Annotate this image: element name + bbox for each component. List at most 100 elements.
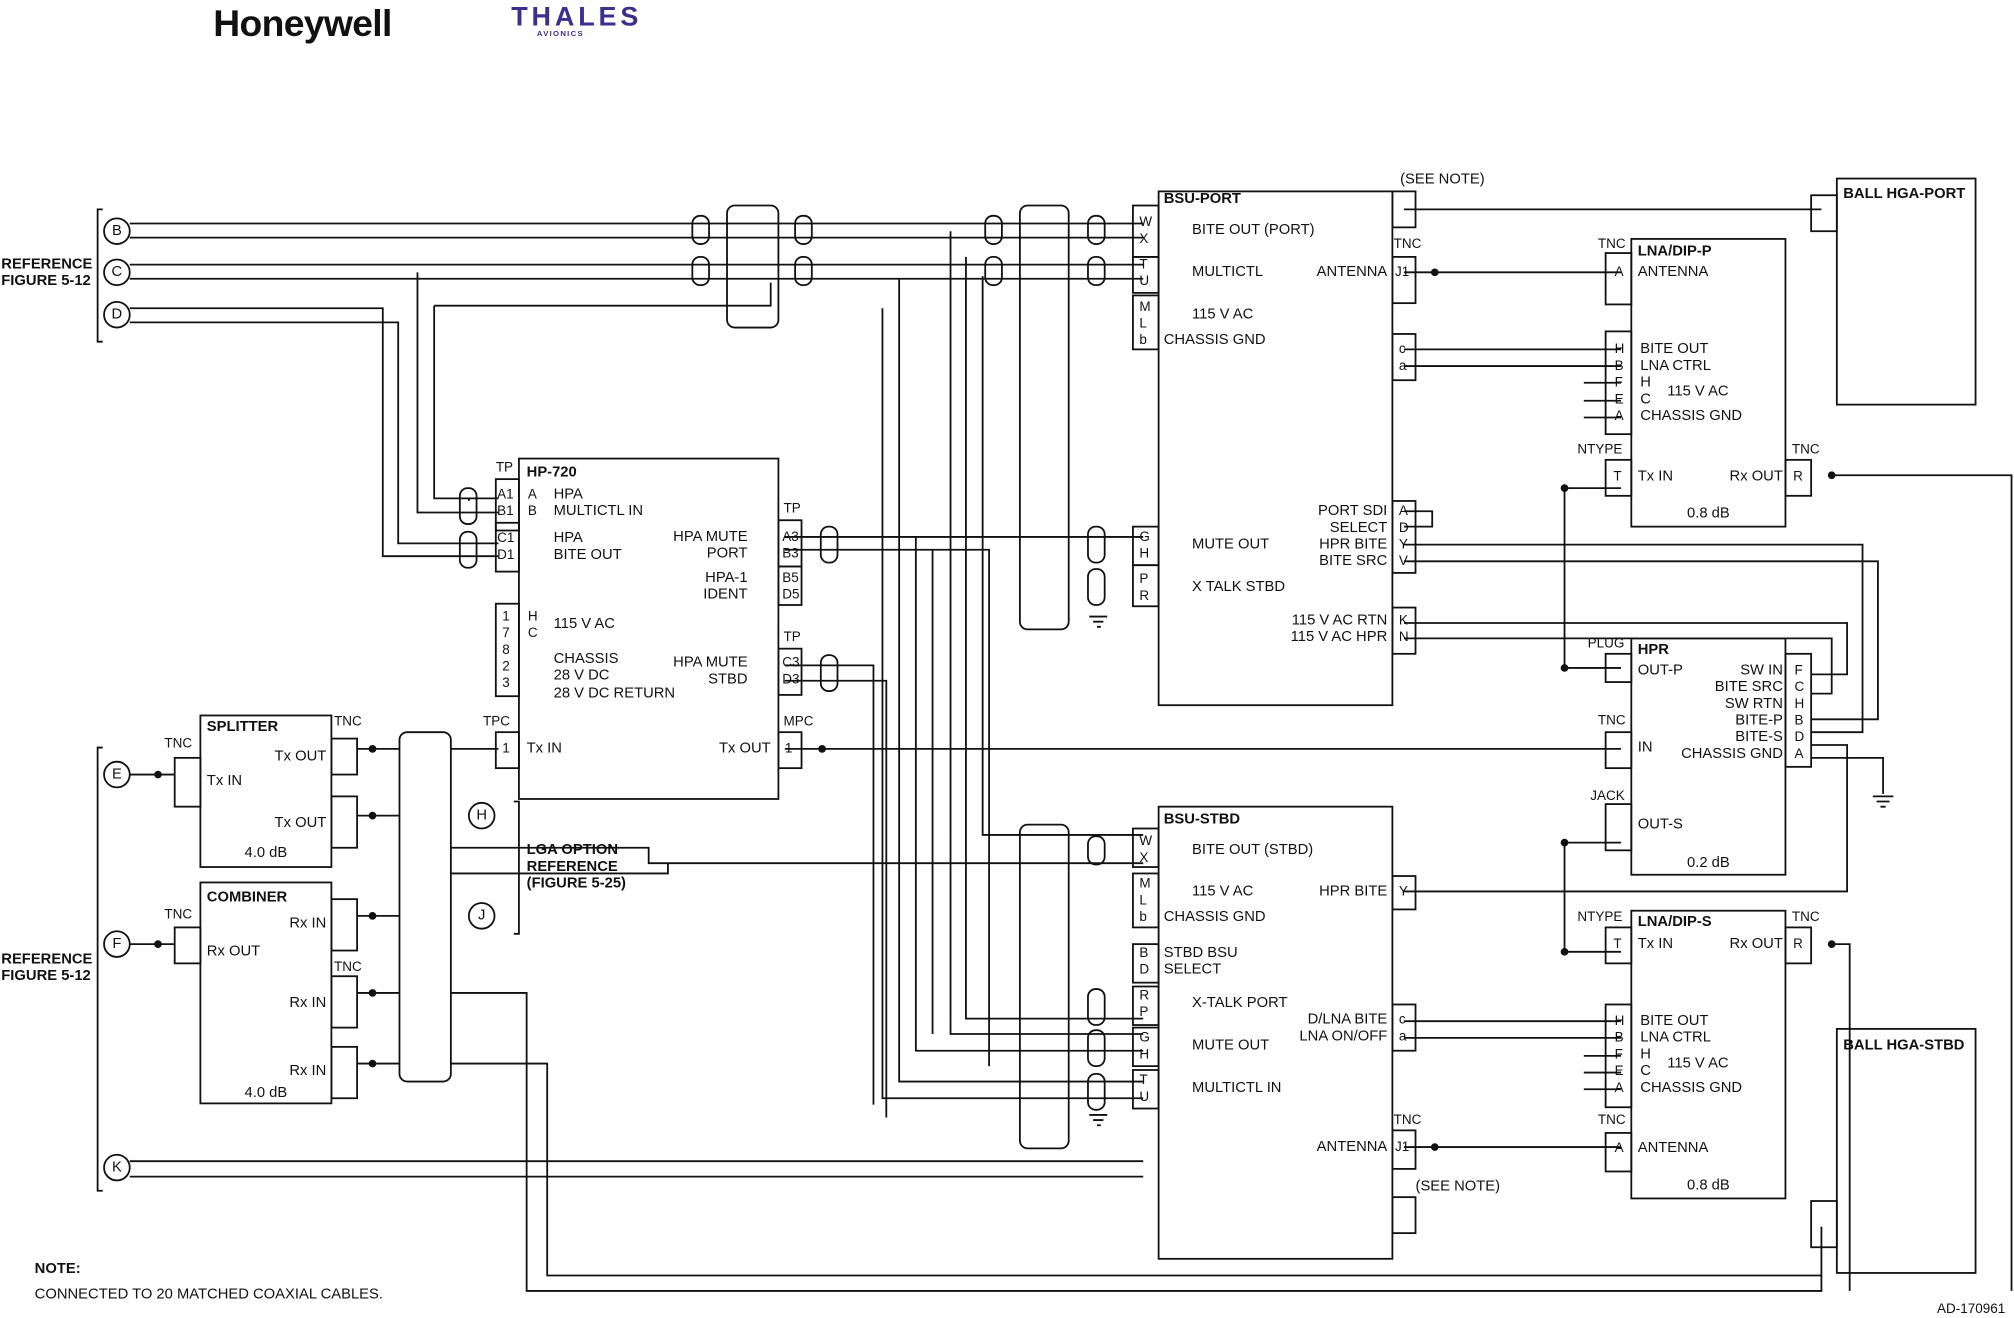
lna-s-pin-e: E (1614, 1063, 1624, 1079)
bsu-port-sdi-labels: PORT SDI SELECT HPR BITE BITE SRC (1318, 503, 1388, 570)
hp720-hpa-multictl: HPA MULTICTL IN (553, 486, 644, 519)
combiner-tnc-out: TNC (164, 906, 193, 923)
bsu-port-pin-p: P (1139, 571, 1149, 588)
lna-s-pin-f: F (1614, 1046, 1623, 1063)
hpr-pin-c: C (1794, 679, 1805, 695)
lna-p-115vac: 115 V AC (1667, 384, 1729, 400)
bsu-port-bite-out: BITE OUT (PORT) (1192, 222, 1315, 238)
bsu-stbd-pin-r: R (1139, 987, 1150, 1004)
hp720-pin-a1: A1 (497, 486, 514, 503)
bsu-stbd-pin-m: M (1139, 876, 1151, 892)
bsu-stbd-see-note: (SEE NOTE) (1415, 1179, 1501, 1195)
combiner-rx-in-1: Rx IN (289, 915, 327, 932)
hp720-power-pin-2: 2 (502, 658, 510, 675)
bsu-port-pin-sdi-d: D (1398, 520, 1409, 536)
combiner-rx-out: Rx OUT (206, 944, 261, 960)
lna-p-tx-in: Tx IN (1637, 468, 1674, 485)
lna-s-tnc-r: TNC (1791, 909, 1820, 925)
bsu-stbd-dlna-bite: D/LNA BITE LNA ON/OFF (1299, 1012, 1388, 1045)
hpr-pin-a: A (1794, 746, 1804, 762)
lna-p-ntype: NTYPE (1577, 441, 1623, 458)
splitter-loss: 4.0 dB (244, 845, 288, 861)
bsu-stbd-115vac: 115 V AC (1192, 883, 1254, 900)
combiner-loss: 4.0 dB (244, 1085, 288, 1101)
hp720-tp-left: TP (495, 459, 514, 476)
lna-p-pin-f: F (1614, 375, 1623, 391)
hpr-plug: PLUG (1587, 635, 1625, 652)
lna-p-pin-r: R (1793, 468, 1803, 485)
bsu-port-pin-m: M (1139, 299, 1151, 315)
bsu-port-pin-u: U (1139, 273, 1150, 290)
splitter-tnc-out: TNC (333, 714, 362, 730)
splitter-tx-out-2: Tx OUT (274, 815, 327, 832)
hp720-power-pin-7: 7 (502, 625, 510, 641)
bsu-stbd-pin-p: P (1139, 1004, 1149, 1020)
hp720-pin-d1: D1 (497, 547, 515, 563)
bsu-stbd-pin-a: a (1398, 1028, 1407, 1045)
drawing-id: AD-170961 (1937, 1301, 2006, 1317)
combiner-rx-in-3: Rx IN (289, 1063, 327, 1079)
connector-h: H (476, 807, 488, 824)
bsu-port-pin-x: X (1139, 231, 1149, 247)
lna-s-loss: 0.8 dB (1687, 1177, 1730, 1194)
lna-s-pin-t: T (1613, 936, 1622, 952)
hpr-pin-b: B (1794, 712, 1804, 729)
bsu-stbd-hpr-bite: HPR BITE (1319, 883, 1388, 900)
bsu-port-pin-sdi-v: V (1398, 553, 1408, 570)
bsu-port-chassis-gnd: CHASSIS GND (1163, 332, 1266, 349)
hp720-ident: HPA-1 IDENT (703, 570, 748, 603)
lna-s-pin-r: R (1793, 936, 1803, 952)
combiner-rx-in-2: Rx IN (289, 995, 327, 1011)
bsu-port-pin-h: H (1139, 545, 1150, 562)
lna-s-pin-a: A (1614, 1140, 1624, 1157)
bsu-stbd-tnc: TNC (1393, 1112, 1422, 1128)
hp720-tp-right-upper: TP (783, 500, 801, 517)
lna-s-pin-b: B (1614, 1030, 1624, 1046)
bsu-stbd-select: STBD BSU SELECT (1163, 945, 1238, 978)
note-text: CONNECTED TO 20 MATCHED COAXIAL CABLES. (34, 1287, 384, 1303)
lna-s-title: LNA/DIP-S (1637, 914, 1712, 930)
bsu-stbd-multictl-in: MULTICTL IN (1192, 1080, 1282, 1096)
bsu-stbd-chassis-gnd: CHASSIS GND (1163, 909, 1266, 925)
bsu-port-pin-k: K (1398, 612, 1408, 629)
hp720-hc-h: H (527, 608, 538, 625)
hpr-jack: JACK (1590, 788, 1625, 805)
hp720-tx-out-pin: 1 (784, 741, 793, 757)
splitter-tx-out-1: Tx OUT (274, 748, 327, 765)
bsu-stbd-pin-u: U (1139, 1089, 1150, 1105)
hp720-pin-b5: B5 (782, 570, 799, 586)
splitter-tx-in: Tx IN (206, 773, 243, 789)
bsu-stbd-j1: J1 (1394, 1139, 1410, 1155)
bsu-stbd-pin-c: c (1398, 1012, 1406, 1028)
bsu-port-pin-sdi-a: A (1398, 503, 1408, 519)
bsu-stbd-xtalk-port: X-TALK PORT (1192, 995, 1288, 1011)
hp720-mpc: MPC (783, 714, 814, 730)
bsu-stbd-pin-h: H (1139, 1046, 1150, 1063)
hp720-pin-a3: A3 (782, 529, 799, 545)
ball-hga-stbd: BALL HGA-STBD (1843, 1037, 1965, 1054)
bsu-port-pin-b: b (1139, 332, 1147, 349)
hp720-power-labels: 115 V AC CHASSIS 28 V DC 28 V DC RETURN (553, 616, 676, 701)
connector-e: E (111, 766, 122, 783)
hp720-hc-c: C (527, 625, 538, 641)
hp720-pin-c3: C3 (782, 655, 800, 671)
hp720-ab-a: A (527, 486, 537, 503)
bsu-port-title: BSU-PORT (1163, 191, 1241, 207)
connector-k: K (111, 1159, 122, 1176)
hp720-power-pin-1: 1 (502, 608, 510, 625)
honeywell-logo: Honeywell (213, 3, 392, 45)
bsu-stbd-bite-out: BITE OUT (STBD) (1192, 842, 1314, 859)
hp720-pin-c1: C1 (497, 530, 515, 546)
splitter-title: SPLITTER (206, 719, 279, 735)
connector-c: C (111, 264, 123, 281)
hpr-pin-f: F (1794, 662, 1803, 679)
thales-logo-sub: AVIONICS (536, 30, 584, 39)
hpr-out-p: OUT-P (1637, 662, 1683, 679)
connector-f: F (112, 936, 122, 952)
bsu-port-mute-out: MUTE OUT (1192, 536, 1270, 553)
lna-p-tnc-r: TNC (1791, 441, 1820, 458)
note-title: NOTE: (34, 1261, 81, 1277)
hpr-title: HPR (1637, 642, 1669, 658)
